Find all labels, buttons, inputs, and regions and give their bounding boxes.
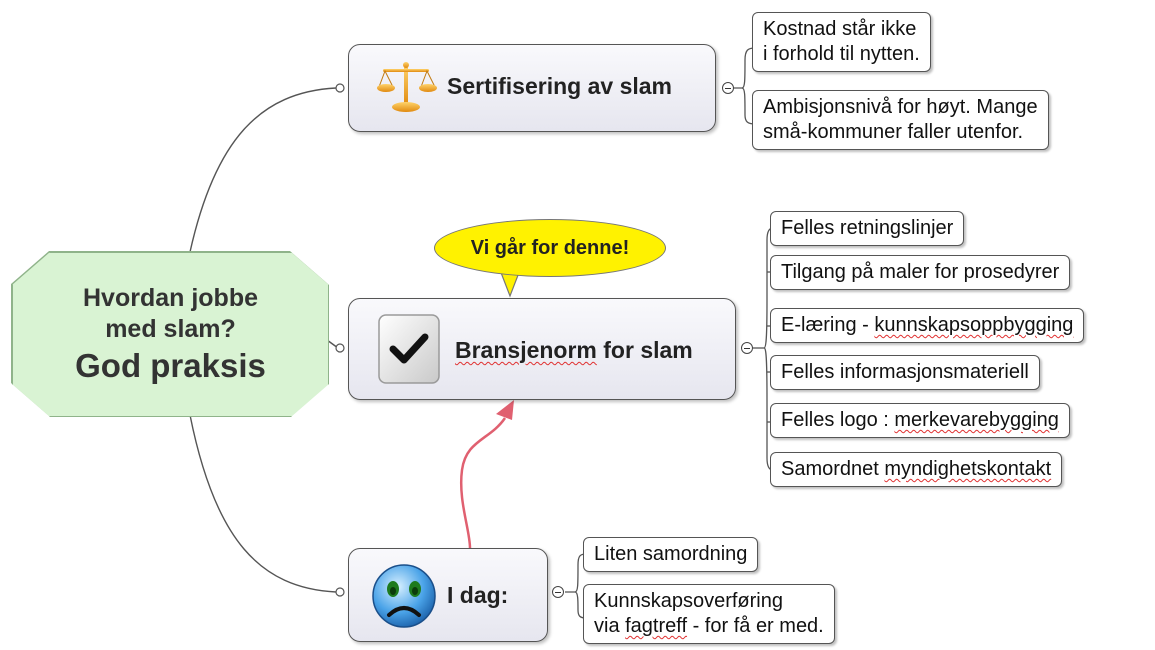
subtopic-label: Felles informasjonsmateriell bbox=[781, 361, 1029, 383]
subtopic-label-marked: merkevarebygging bbox=[894, 409, 1059, 431]
subtopic-label: Felles logo : bbox=[781, 409, 895, 431]
subtopic-line: Kunnskapsoverføring bbox=[594, 590, 783, 612]
scales-icon bbox=[375, 59, 437, 120]
subtopic-label-marked: myndighetskontakt bbox=[884, 458, 1052, 480]
subtopic-label: Samordnet bbox=[781, 458, 885, 480]
central-topic[interactable]: Hvordan jobbe med slam? God praksis bbox=[12, 252, 329, 417]
topic-label-rest: for slam bbox=[596, 337, 693, 363]
subtopic-label: Liten samordning bbox=[594, 543, 748, 565]
checkmark-icon bbox=[377, 313, 441, 390]
arrow-head bbox=[496, 400, 514, 420]
collapse-toggle[interactable] bbox=[741, 342, 753, 354]
subtopic-line: i forhold til nytten. bbox=[763, 43, 920, 65]
subtopic-label: - for få er med. bbox=[687, 615, 824, 637]
subtopic-line: Ambisjonsnivå for høyt. Mange bbox=[763, 96, 1038, 118]
central-line-2: med slam? bbox=[105, 314, 236, 343]
collapse-toggle[interactable] bbox=[722, 82, 734, 94]
subtopic-label: Tilgang på maler for prosedyrer bbox=[781, 261, 1060, 283]
subtopic-myndighetskontakt[interactable]: Samordnet myndighetskontakt bbox=[770, 452, 1063, 487]
subtopic-liten-samordning[interactable]: Liten samordning bbox=[583, 537, 759, 572]
subtopic-ambisjonsniva[interactable]: Ambisjonsnivå for høyt. Mange små-kommun… bbox=[752, 90, 1049, 150]
subtopic-kunnskapsoverforing[interactable]: Kunnskapsoverføring via fagtreff - for f… bbox=[583, 584, 835, 644]
topic-label: Sertifisering av slam bbox=[447, 73, 672, 99]
subtopic-line: via fagtreff - for få er med. bbox=[594, 614, 824, 639]
subtopic-label: via bbox=[594, 615, 626, 637]
subtopic-label-marked: kunnskapsoppbygging bbox=[874, 314, 1074, 336]
topic-bransjenorm[interactable]: Bransjenorm for slam bbox=[348, 298, 736, 400]
subtopic-kostnad[interactable]: Kostnad står ikke i forhold til nytten. bbox=[752, 12, 931, 72]
topic-i-dag[interactable]: I dag: bbox=[348, 548, 548, 642]
topic-label-main: Bransjenorm bbox=[455, 337, 597, 363]
subtopic-tilgang-maler[interactable]: Tilgang på maler for prosedyrer bbox=[770, 255, 1071, 290]
central-line-3: God praksis bbox=[75, 346, 266, 384]
trend-arrow bbox=[459, 417, 507, 549]
subtopic-line: Kostnad står ikke bbox=[763, 18, 917, 40]
subtopic-felles-retningslinjer[interactable]: Felles retningslinjer bbox=[770, 211, 965, 246]
collapse-toggle[interactable] bbox=[552, 586, 564, 598]
subtopic-label: Felles retningslinjer bbox=[781, 217, 954, 239]
subtopic-e-laering[interactable]: E-læring - kunnskapsoppbygging bbox=[770, 308, 1085, 343]
topic-label: I dag: bbox=[447, 582, 509, 608]
subtopic-informasjonsmateriell[interactable]: Felles informasjonsmateriell bbox=[770, 355, 1040, 390]
connector-sertifisering bbox=[189, 87, 337, 253]
central-line-1: Hvordan jobbe bbox=[82, 283, 258, 312]
topic-label: Bransjenorm for slam bbox=[455, 337, 693, 364]
callout-bubble[interactable]: Vi går for denne! bbox=[434, 219, 666, 277]
connector-idag bbox=[189, 414, 337, 593]
subtopic-label: E-læring - bbox=[781, 314, 875, 336]
sad-face-icon bbox=[371, 563, 437, 634]
subtopic-felles-logo[interactable]: Felles logo : merkevarebygging bbox=[770, 403, 1070, 438]
topic-sertifisering[interactable]: Sertifisering av slam bbox=[348, 44, 716, 132]
subtopic-line: små-kommuner faller utenfor. bbox=[763, 121, 1024, 143]
subtopic-label-marked: fagtreff bbox=[625, 615, 688, 637]
